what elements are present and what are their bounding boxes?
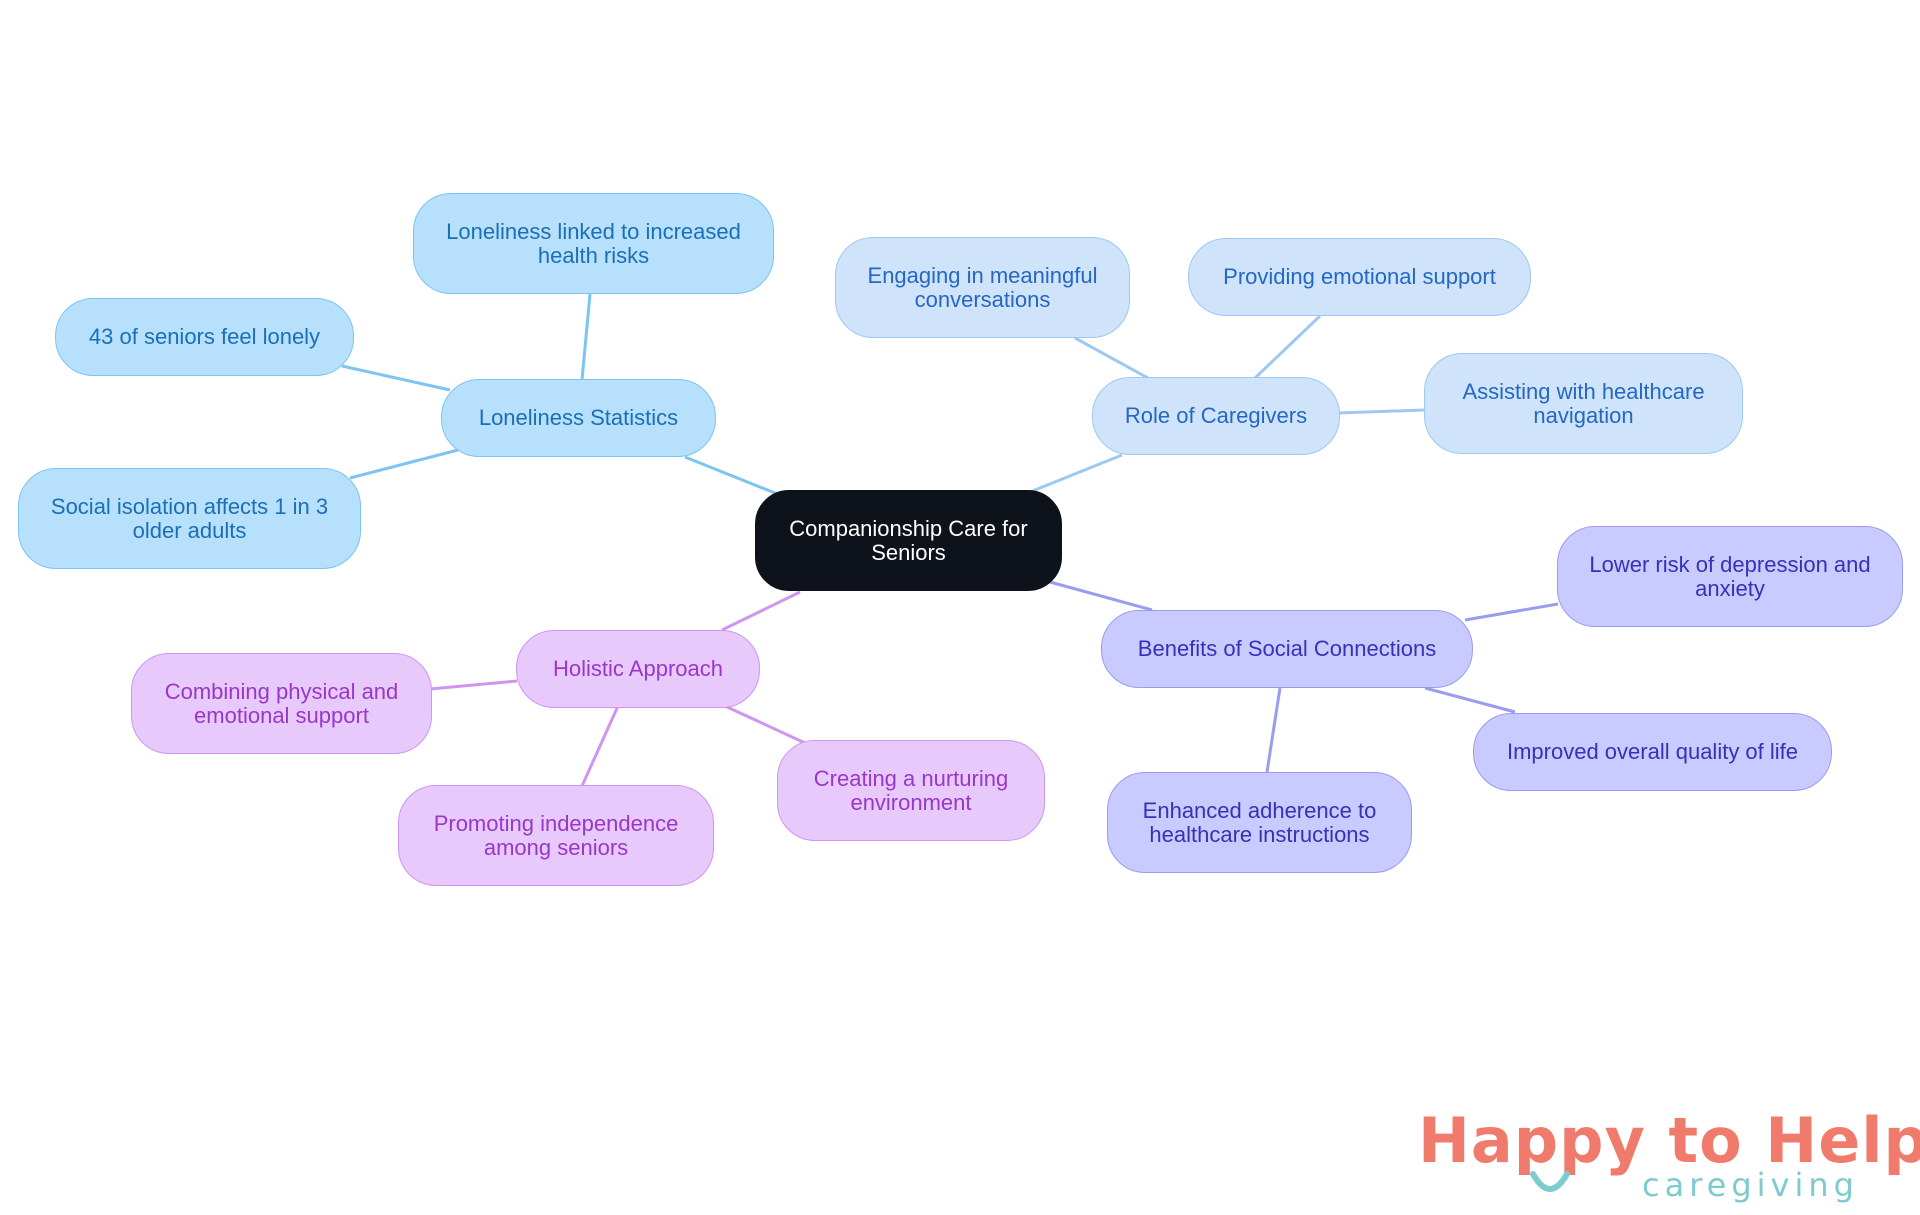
- edge-caregivers-healthcare: [1337, 408, 1426, 415]
- edge-loneliness-health-risks: [580, 293, 592, 381]
- edge-benefits-depression: [1464, 602, 1559, 622]
- leaf-node-social-isolation[interactable]: Social isolation affects 1 in 3 older ad…: [18, 468, 361, 569]
- branch-node-loneliness-statistics[interactable]: Loneliness Statistics: [441, 379, 716, 457]
- leaf-node-lower-depression-risk[interactable]: Lower risk of depression and anxiety: [1557, 526, 1903, 627]
- leaf-node-emotional-support[interactable]: Providing emotional support: [1188, 238, 1531, 316]
- leaf-label: Improved overall quality of life: [1506, 739, 1799, 764]
- leaf-label: Enhanced adherence to healthcare instruc…: [1142, 797, 1377, 847]
- branch-label: Benefits of Social Connections: [1137, 636, 1437, 661]
- leaf-node-meaningful-conversations[interactable]: Engaging in meaningful conversations: [835, 237, 1130, 338]
- smile-icon: [1530, 1171, 1570, 1192]
- branch-label: Holistic Approach: [553, 656, 723, 681]
- logo-wordmark: Happy to Help: [1418, 1104, 1920, 1177]
- edge-caregivers-conversations: [1074, 336, 1149, 380]
- edge-holistic-nurturing: [724, 704, 806, 745]
- edge-root-holistic: [721, 590, 801, 632]
- leaf-node-promoting-independence[interactable]: Promoting independence among seniors: [398, 785, 714, 886]
- edge-root-loneliness: [684, 455, 781, 497]
- root-node-companionship-care[interactable]: Companionship Care for Seniors: [755, 490, 1062, 591]
- branch-node-role-of-caregivers[interactable]: Role of Caregivers: [1092, 377, 1340, 455]
- edge-loneliness-social-isolation: [349, 448, 459, 480]
- branch-node-holistic-approach[interactable]: Holistic Approach: [516, 630, 760, 708]
- edge-holistic-independence: [580, 705, 620, 787]
- leaf-node-quality-of-life[interactable]: Improved overall quality of life: [1473, 713, 1832, 791]
- leaf-label: Engaging in meaningful conversations: [867, 262, 1098, 312]
- branch-label: Role of Caregivers: [1124, 403, 1308, 428]
- leaf-label: Combining physical and emotional support: [164, 678, 399, 728]
- leaf-label: Promoting independence among seniors: [433, 810, 679, 860]
- leaf-node-loneliness-health-risks[interactable]: Loneliness linked to increased health ri…: [413, 193, 774, 294]
- branch-label: Loneliness Statistics: [478, 405, 679, 430]
- brand-logo: Happy to Help caregiving: [1418, 1104, 1920, 1204]
- edge-benefits-quality: [1424, 686, 1516, 714]
- leaf-node-seniors-feel-lonely[interactable]: 43 of seniors feel lonely: [55, 298, 354, 376]
- edge-holistic-combining: [429, 679, 518, 691]
- leaf-label: Social isolation affects 1 in 3 older ad…: [50, 493, 329, 543]
- leaf-node-nurturing-environment[interactable]: Creating a nurturing environment: [777, 740, 1045, 841]
- leaf-label: 43 of seniors feel lonely: [88, 324, 321, 349]
- leaf-node-healthcare-navigation[interactable]: Assisting with healthcare navigation: [1424, 353, 1743, 454]
- edge-loneliness-43-percent: [341, 364, 451, 392]
- root-node-label: Companionship Care for Seniors: [789, 515, 1028, 565]
- logo-tagline: caregiving: [1642, 1166, 1859, 1204]
- leaf-label: Assisting with healthcare navigation: [1462, 378, 1705, 428]
- edge-benefits-adherence: [1265, 687, 1282, 773]
- leaf-label: Loneliness linked to increased health ri…: [446, 218, 741, 268]
- leaf-node-physical-emotional-support[interactable]: Combining physical and emotional support: [131, 653, 432, 754]
- leaf-label: Lower risk of depression and anxiety: [1589, 551, 1871, 601]
- leaf-label: Providing emotional support: [1223, 264, 1496, 289]
- branch-node-benefits-social-connections[interactable]: Benefits of Social Connections: [1101, 610, 1473, 688]
- edge-root-caregivers: [1029, 453, 1123, 494]
- edge-caregivers-emotional: [1253, 314, 1322, 380]
- leaf-node-healthcare-adherence[interactable]: Enhanced adherence to healthcare instruc…: [1107, 772, 1412, 873]
- edge-root-benefits: [1049, 580, 1153, 612]
- leaf-label: Creating a nurturing environment: [813, 765, 1009, 815]
